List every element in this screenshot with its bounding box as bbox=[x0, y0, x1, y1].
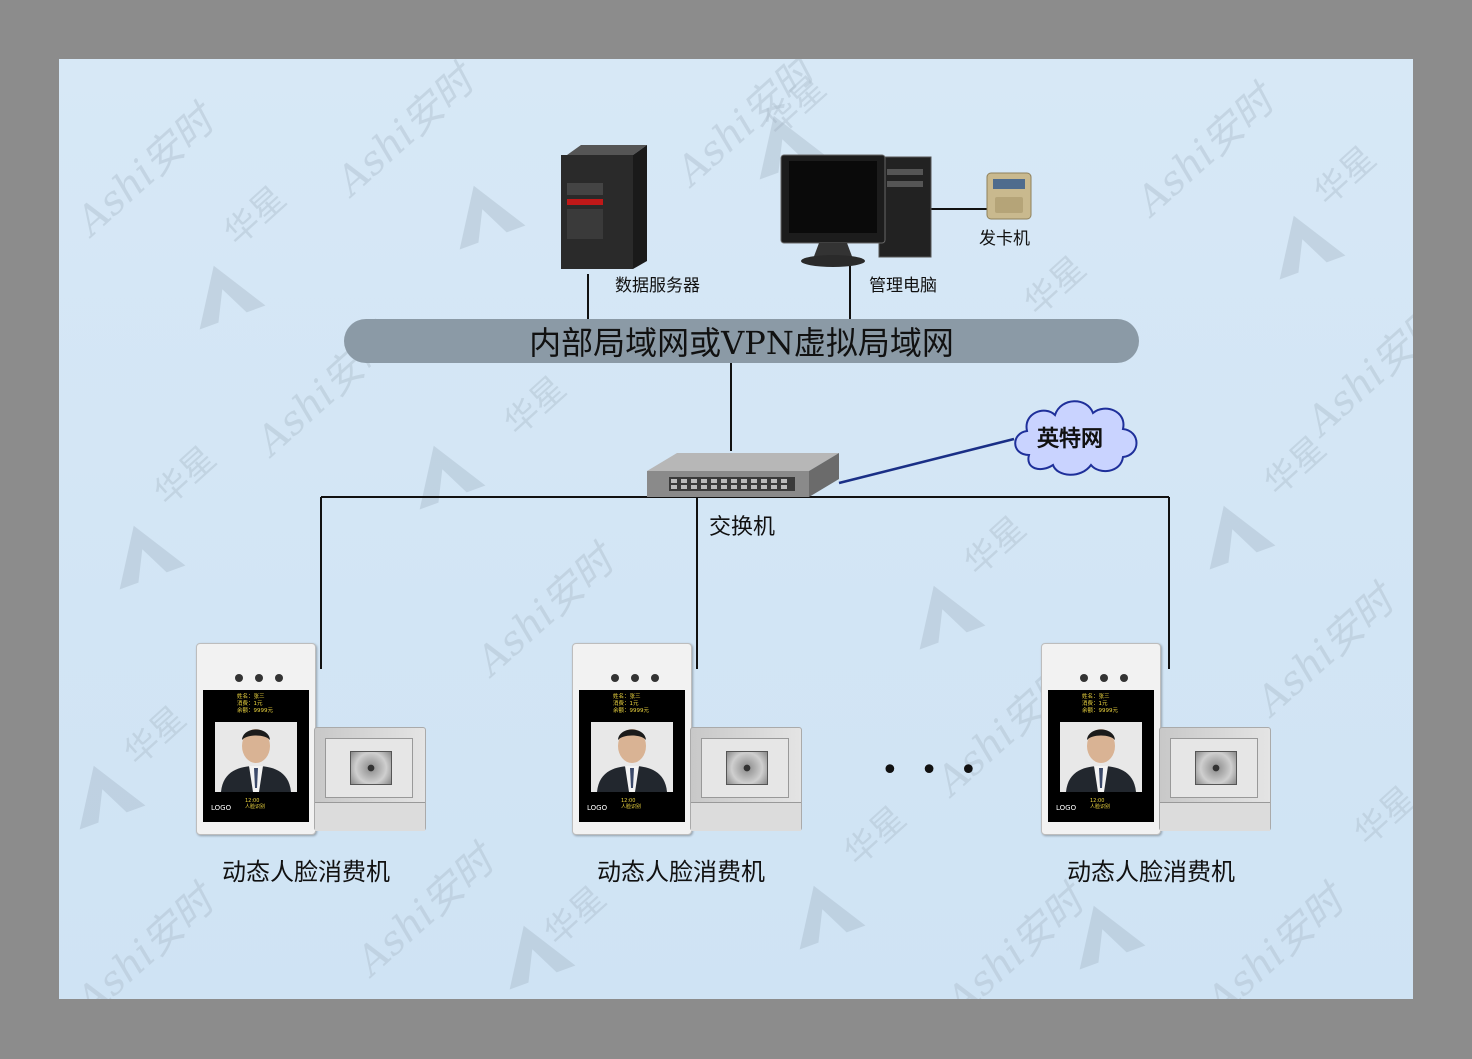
diagram-canvas: Ashi安时 Ashi安时 Ashi安时 Ashi安时 Ashi安时 Ashi安… bbox=[59, 59, 1413, 999]
internet-label: 英特网 bbox=[1037, 427, 1104, 452]
terminal-screen-panel: 姓名：张三 消费：1元 余额：9999元 LOGO 12:00 bbox=[572, 643, 692, 835]
data-server-icon bbox=[561, 145, 647, 269]
terminal-info: 姓名：张三 消费：1元 余额：9999元 bbox=[613, 694, 649, 715]
terminal-face-text: 人脸识别 bbox=[621, 804, 642, 810]
terminal-3-label: 动态人脸消费机 bbox=[1067, 858, 1235, 886]
terminal-logo: LOGO bbox=[1056, 804, 1077, 812]
reader-base bbox=[315, 802, 425, 831]
terminal-1-label: 动态人脸消费机 bbox=[222, 858, 390, 886]
face-terminal-2: 姓名：张三 消费：1元 余额：9999元 LOGO 12:00 bbox=[572, 643, 802, 835]
reader-face bbox=[1170, 738, 1258, 798]
data-server-label: 数据服务器 bbox=[615, 276, 700, 296]
camera-icon bbox=[235, 674, 243, 682]
terminal-time: 12:00 bbox=[621, 798, 636, 804]
card-issuer-icon bbox=[986, 172, 1032, 220]
terminal-cost-line: 消费：1元 bbox=[1082, 701, 1108, 707]
reader-window-icon bbox=[350, 751, 392, 785]
terminal-name-line: 姓名：张三 bbox=[237, 694, 265, 700]
card-reader-unit bbox=[690, 727, 802, 831]
camera-icon bbox=[1080, 674, 1088, 682]
terminal-name-line: 姓名：张三 bbox=[1082, 694, 1110, 700]
terminal-cost-line: 消费：1元 bbox=[237, 701, 263, 707]
lan-band-label: 内部局域网或VPN虚拟局域网 bbox=[529, 324, 954, 362]
face-terminal-3: 姓名：张三 消费：1元 余额：9999元 LOGO 12:00 bbox=[1041, 643, 1271, 835]
internet-cloud-icon bbox=[1014, 400, 1138, 476]
face-photo bbox=[591, 722, 673, 792]
camera-icon bbox=[631, 674, 639, 682]
terminal-footer: 12:00 人脸识别 bbox=[1090, 798, 1110, 810]
terminal-cost-line: 消费：1元 bbox=[613, 701, 639, 707]
terminal-time: 12:00 bbox=[245, 798, 260, 804]
more-terminals-ellipsis: • • • bbox=[881, 753, 984, 788]
terminal-balance-line: 余额：9999元 bbox=[1082, 708, 1118, 714]
terminal-time: 12:00 bbox=[1090, 798, 1105, 804]
camera-icon bbox=[651, 674, 659, 682]
reader-window-icon bbox=[1195, 751, 1237, 785]
terminal-info: 姓名：张三 消费：1元 余额：9999元 bbox=[1082, 694, 1118, 715]
person-icon bbox=[221, 729, 291, 792]
camera-icon bbox=[255, 674, 263, 682]
face-photo bbox=[1060, 722, 1142, 792]
terminal-face-text: 人脸识别 bbox=[245, 804, 266, 810]
camera-icon bbox=[275, 674, 283, 682]
camera-icon bbox=[1120, 674, 1128, 682]
network-switch-icon bbox=[647, 453, 839, 497]
face-photo bbox=[215, 722, 297, 792]
terminal-footer: 12:00 人脸识别 bbox=[621, 798, 641, 810]
terminal-footer: 12:00 人脸识别 bbox=[245, 798, 265, 810]
internet-link bbox=[838, 437, 1015, 485]
reader-window-icon bbox=[726, 751, 768, 785]
face-terminal-1: 姓名：张三 消费：1元 余额：9999元 LOGO 12:00 bbox=[196, 643, 426, 835]
terminal-screen-panel: 姓名：张三 消费：1元 余额：9999元 LOGO 12:00 bbox=[1041, 643, 1161, 835]
terminal-display: 姓名：张三 消费：1元 余额：9999元 LOGO 12:00 bbox=[579, 690, 685, 822]
terminal-2-label: 动态人脸消费机 bbox=[597, 858, 765, 886]
camera-icon bbox=[1100, 674, 1108, 682]
card-issuer-label: 发卡机 bbox=[979, 229, 1030, 249]
camera-icon bbox=[611, 674, 619, 682]
terminal-display: 姓名：张三 消费：1元 余额：9999元 LOGO 12:00 bbox=[203, 690, 309, 822]
person-icon bbox=[597, 729, 667, 792]
person-icon bbox=[1066, 729, 1136, 792]
terminal-name-line: 姓名：张三 bbox=[613, 694, 641, 700]
reader-face bbox=[325, 738, 413, 798]
switch-label: 交换机 bbox=[709, 515, 776, 540]
lan-band: 内部局域网或VPN虚拟局域网 bbox=[344, 319, 1139, 363]
terminal-screen-panel: 姓名：张三 消费：1元 余额：9999元 LOGO 12:00 bbox=[196, 643, 316, 835]
reader-base bbox=[691, 802, 801, 831]
reader-base bbox=[1160, 802, 1270, 831]
terminal-logo: LOGO bbox=[587, 804, 608, 812]
card-reader-unit bbox=[1159, 727, 1271, 831]
reader-face bbox=[701, 738, 789, 798]
terminal-balance-line: 余额：9999元 bbox=[237, 708, 273, 714]
card-reader-unit bbox=[314, 727, 426, 831]
terminal-face-text: 人脸识别 bbox=[1090, 804, 1111, 810]
management-pc-label: 管理电脑 bbox=[869, 276, 937, 296]
terminal-display: 姓名：张三 消费：1元 余额：9999元 LOGO 12:00 bbox=[1048, 690, 1154, 822]
management-pc-icon bbox=[780, 154, 932, 267]
terminal-info: 姓名：张三 消费：1元 余额：9999元 bbox=[237, 694, 273, 715]
terminal-logo: LOGO bbox=[211, 804, 232, 812]
terminal-balance-line: 余额：9999元 bbox=[613, 708, 649, 714]
